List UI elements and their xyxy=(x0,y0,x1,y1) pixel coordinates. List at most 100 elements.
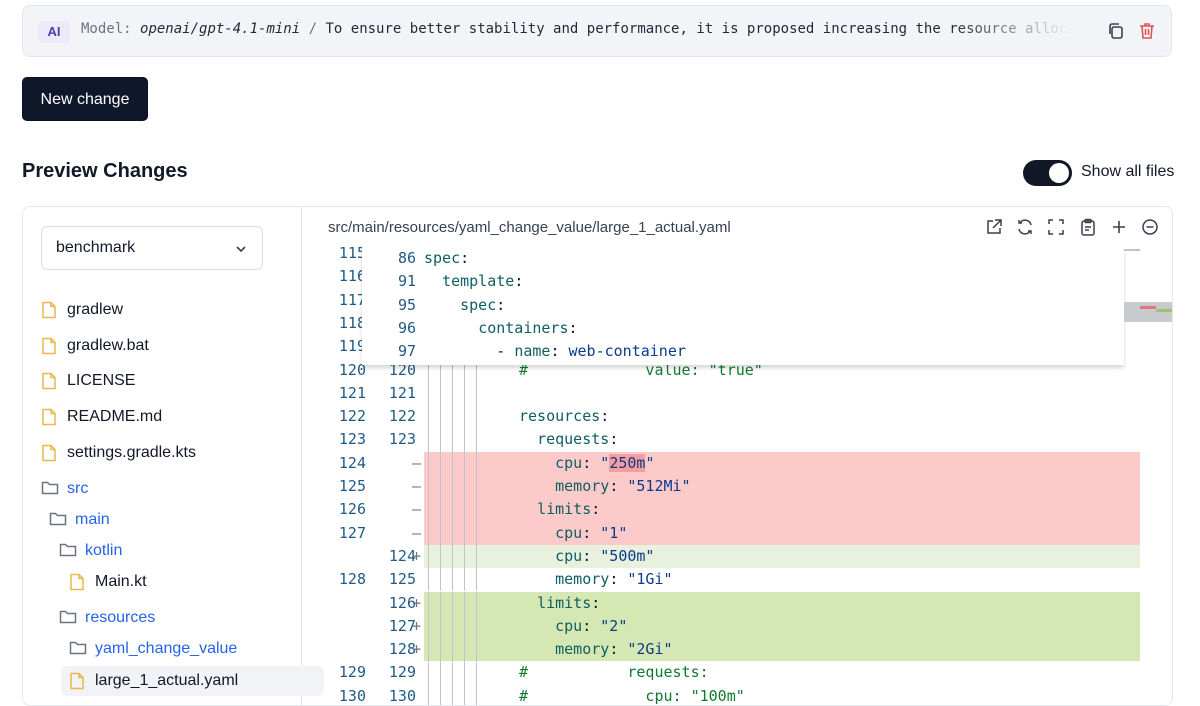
indent-guide xyxy=(440,428,441,452)
indent-guide xyxy=(476,405,477,429)
diff-marker: — xyxy=(412,523,422,542)
indent-guide xyxy=(452,661,453,685)
sticky-line-number: 91 xyxy=(397,272,416,291)
folder-icon xyxy=(49,511,67,529)
open-external-icon[interactable] xyxy=(985,218,1003,236)
tree-file[interactable]: settings.gradle.kts xyxy=(41,439,196,467)
branch-select[interactable]: benchmark xyxy=(41,226,263,270)
tree-folder[interactable]: yaml_change_value xyxy=(69,635,237,663)
file-icon xyxy=(69,573,85,591)
indent-guide xyxy=(452,614,453,639)
indent-guide xyxy=(440,381,441,406)
diff-marker: — xyxy=(412,477,422,495)
new-line-number: 122 xyxy=(388,407,416,426)
indent-guide xyxy=(464,475,465,499)
indent-guide xyxy=(440,591,441,615)
indent-guide xyxy=(452,405,453,429)
old-line-number: 123 xyxy=(338,430,366,449)
indent-guide xyxy=(464,405,465,429)
trash-icon[interactable] xyxy=(1137,21,1159,43)
tree-folder[interactable]: src xyxy=(41,475,88,503)
folder-icon xyxy=(69,640,87,658)
indent-guide xyxy=(428,498,429,522)
file-icon xyxy=(41,301,57,319)
indent-guide xyxy=(452,381,453,406)
sticky-line-text: spec: xyxy=(460,295,506,314)
indent-guide xyxy=(476,591,477,615)
indent-guide xyxy=(428,684,429,705)
indent-guide xyxy=(476,684,477,705)
old-line-number: 120 xyxy=(338,360,366,379)
indent-guide xyxy=(452,428,453,452)
new-line-number: 123 xyxy=(388,430,416,449)
added-line: 127+ cpu: "2" xyxy=(389,614,1140,639)
clipboard-icon[interactable] xyxy=(1079,218,1097,236)
added-line: 126+ limits: xyxy=(389,591,1140,615)
tree-item-label: kotlin xyxy=(85,542,123,559)
indent-guide xyxy=(476,475,477,499)
file-diff-view: src/main/resources/yaml_change_value/lar… xyxy=(302,207,1172,705)
line-text: # value: "true" xyxy=(519,360,763,379)
plus-icon[interactable] xyxy=(1110,218,1128,236)
show-all-files-toggle[interactable] xyxy=(1023,160,1072,186)
fullscreen-icon[interactable] xyxy=(1047,218,1065,236)
show-all-files-label[interactable]: Show all files xyxy=(1081,163,1175,180)
indent-guide xyxy=(476,661,477,685)
added-line: 124+ cpu: "500m" xyxy=(389,544,1140,569)
diff-marker: — xyxy=(412,500,422,519)
indent-guide xyxy=(452,498,453,522)
tree-file[interactable]: LICENSE xyxy=(41,367,135,395)
minimap-viewport[interactable] xyxy=(1124,302,1172,322)
tree-file[interactable]: gradlew xyxy=(41,296,123,324)
indent-guide xyxy=(464,428,465,452)
tree-item-label: large_1_actual.yaml xyxy=(95,672,239,689)
old-line-number: 127 xyxy=(338,523,366,542)
indent-guide xyxy=(440,684,441,705)
tree-folder[interactable]: kotlin xyxy=(59,537,122,565)
model-name: openai/gpt-4.1-mini xyxy=(140,21,301,37)
deleted-line: 126— limits: xyxy=(339,498,1140,522)
indent-guide xyxy=(428,451,429,475)
new-line-number: 126 xyxy=(388,593,416,612)
indent-guide xyxy=(464,358,465,382)
minimap[interactable] xyxy=(1122,247,1172,705)
indent-guide xyxy=(464,498,465,522)
indent-guide xyxy=(464,684,465,705)
tree-file[interactable]: large_1_actual.yaml xyxy=(61,666,324,696)
diff-marker: + xyxy=(412,546,422,565)
tree-file[interactable]: Main.kt xyxy=(69,568,147,596)
new-change-button[interactable]: New change xyxy=(22,77,148,121)
tree-file[interactable]: gradlew.bat xyxy=(41,332,149,360)
added-line: 128+ memory: "2Gi" xyxy=(389,638,1140,662)
file-icon xyxy=(69,672,85,690)
indent-guide xyxy=(464,451,465,475)
ai-suggestion-bar[interactable]: AI Model: openai/gpt-4.1-mini / To ensur… xyxy=(22,5,1172,57)
indent-guide xyxy=(464,381,465,406)
copy-icon[interactable] xyxy=(1106,21,1128,43)
tree-file[interactable]: README.md xyxy=(41,403,162,431)
tree-folder[interactable]: resources xyxy=(59,604,155,632)
minus-circle-icon[interactable] xyxy=(1141,218,1159,236)
line-text: limits: xyxy=(537,593,601,612)
refresh-icon[interactable] xyxy=(1016,218,1034,236)
folder-icon xyxy=(41,480,59,498)
file-icon xyxy=(41,408,57,426)
indent-guide xyxy=(428,358,429,382)
tree-item-label: LICENSE xyxy=(67,372,136,389)
indent-guide xyxy=(428,475,429,499)
old-line-number: 118 xyxy=(338,313,366,332)
indent-guide xyxy=(476,614,477,639)
old-line-number: 115 xyxy=(338,247,366,262)
indent-guide xyxy=(428,521,429,545)
tree-folder[interactable]: main xyxy=(49,506,110,534)
sticky-line-number: 97 xyxy=(397,342,416,361)
old-line-number: 130 xyxy=(338,686,366,705)
indent-guide xyxy=(452,521,453,545)
indent-guide xyxy=(476,451,477,475)
